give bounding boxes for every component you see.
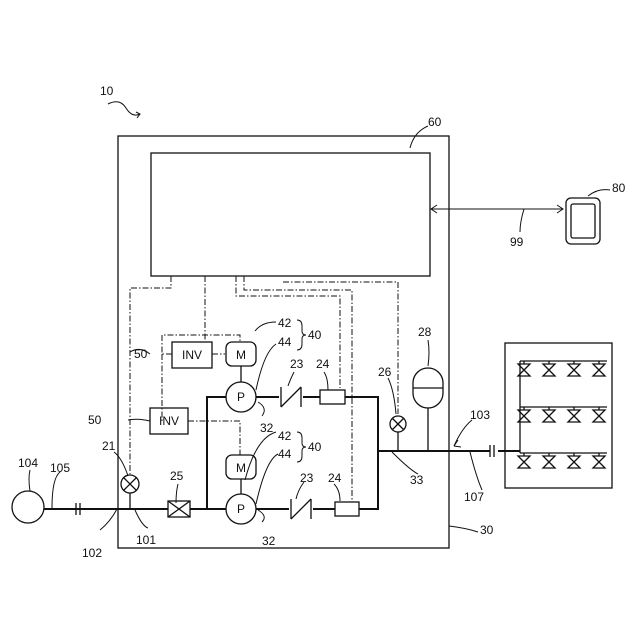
ref-valve-out: 26 (378, 365, 392, 379)
sensor-lower (335, 502, 359, 516)
brace-upper (297, 320, 306, 350)
control-lines (130, 276, 398, 500)
pump-upper-label: P (237, 390, 245, 404)
ref-check-valve-b: 23 (300, 471, 314, 485)
ref-inlet-pipe: 101 (136, 533, 156, 547)
faucet-icon (518, 456, 530, 468)
strainer-25 (168, 501, 190, 517)
ref-source-pipe: 105 (50, 461, 70, 475)
valve-21 (121, 475, 139, 509)
ref-pump-b: 44 (278, 447, 292, 461)
ref-sensor-b: 24 (328, 471, 342, 485)
faucet-icon (593, 456, 605, 468)
ref-supply-pipe: 107 (464, 490, 484, 504)
check-valve-upper (281, 387, 301, 407)
faucet-icon (568, 364, 580, 376)
ref-motor-pump-unit-b: 40 (308, 440, 322, 454)
check-valve-lower (291, 499, 311, 519)
motor-lower-label: M (236, 461, 246, 475)
ref-housing: 30 (480, 523, 494, 537)
inverter-upper-label: INV (182, 348, 202, 362)
ref-tank: 28 (418, 325, 432, 339)
ref-suction-pipe: 32 (260, 421, 274, 435)
ref-motor: 42 (278, 316, 292, 330)
faucet-icon (568, 456, 580, 468)
ref-motor-b: 42 (278, 429, 292, 443)
ref-check-valve: 23 (290, 357, 304, 371)
faucet-icon (543, 410, 555, 422)
ref-suction-pipe-b: 32 (262, 534, 276, 548)
valve-26 (390, 416, 406, 432)
faucet-icon (568, 410, 580, 422)
pump-lower-label: P (237, 502, 245, 516)
ref-inverter: 50 (134, 347, 148, 361)
coupling-outlet (490, 445, 494, 457)
ref-strainer: 25 (170, 469, 184, 483)
ref-controller: 60 (428, 115, 442, 129)
faucet-icon (593, 364, 605, 376)
ref-valve-in: 21 (102, 439, 116, 453)
mobile-terminal (566, 198, 600, 244)
ref-inverter-b: 50 (88, 413, 102, 427)
pressure-tank (413, 368, 443, 408)
communication-link (431, 205, 563, 213)
ref-sensor: 24 (316, 357, 330, 371)
motor-upper-label: M (236, 348, 246, 362)
building-fixtures (505, 343, 612, 488)
faucet-icon (543, 456, 555, 468)
controller-box (151, 153, 430, 276)
faucet-icon (593, 410, 605, 422)
ref-system: 10 (100, 84, 114, 98)
ref-pump: 44 (278, 335, 292, 349)
ref-discharge: 33 (410, 473, 424, 487)
faucet-icon (543, 364, 555, 376)
ref-source: 104 (18, 456, 38, 470)
inverter-lower-label: INV (159, 414, 179, 428)
faucet-group (518, 361, 605, 468)
ref-outlet: 103 (470, 408, 490, 422)
sensor-upper (320, 390, 345, 404)
ref-terminal: 80 (612, 181, 626, 195)
brace-lower (297, 432, 306, 462)
ref-motor-pump-unit: 40 (308, 328, 322, 342)
ref-network: 99 (510, 235, 524, 249)
ref-inlet: 102 (82, 546, 102, 560)
water-source (12, 491, 44, 523)
